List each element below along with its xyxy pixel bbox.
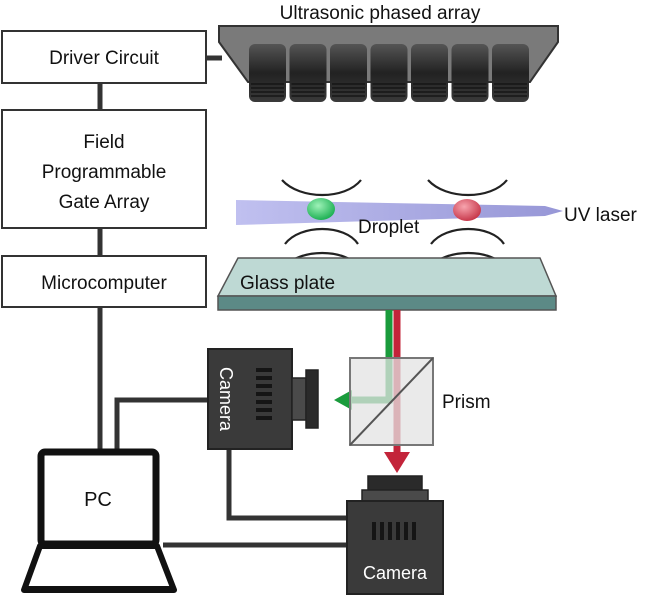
transducer-element bbox=[330, 44, 367, 102]
camera-side-label: Camera bbox=[216, 367, 236, 432]
connection-wires bbox=[97, 55, 348, 548]
glass-plate-label: Glass plate bbox=[240, 273, 335, 294]
fpga-label-line1: Field bbox=[83, 132, 124, 153]
transducer-element bbox=[289, 44, 327, 102]
driver-circuit-block: Driver Circuit bbox=[1, 30, 207, 84]
array-label: Ultrasonic phased array bbox=[280, 3, 481, 24]
glass-plate bbox=[216, 257, 558, 311]
transducer-element bbox=[411, 44, 448, 102]
transducer-element bbox=[492, 44, 529, 102]
droplet-red bbox=[453, 199, 481, 221]
microcomputer-label: Microcomputer bbox=[41, 273, 167, 294]
camera-bottom-icon: Camera bbox=[346, 475, 444, 595]
uv-laser-label: UV laser bbox=[564, 205, 638, 226]
prism-icon bbox=[349, 357, 434, 446]
fpga-block: Field Programmable Gate Array bbox=[1, 109, 207, 229]
droplet-green bbox=[307, 198, 335, 220]
green-arrow-icon bbox=[334, 390, 352, 410]
pc-label: PC bbox=[84, 489, 112, 511]
camera-side-icon: Camera bbox=[207, 348, 319, 450]
microcomputer-block: Microcomputer bbox=[1, 255, 207, 308]
camera-bottom-label: Camera bbox=[363, 563, 428, 583]
red-arrow-icon bbox=[384, 452, 410, 473]
fpga-label-line3: Gate Array bbox=[59, 192, 150, 213]
transducer-element bbox=[249, 44, 286, 102]
transducer-element bbox=[370, 44, 408, 102]
transducer-icon bbox=[218, 25, 559, 102]
prism-label: Prism bbox=[442, 392, 491, 413]
transducer-element bbox=[451, 44, 489, 102]
fpga-label-line2: Programmable bbox=[42, 162, 167, 183]
laptop-icon: PC bbox=[21, 448, 177, 593]
driver-circuit-label: Driver Circuit bbox=[49, 48, 160, 69]
droplet-label: Droplet bbox=[358, 217, 420, 238]
